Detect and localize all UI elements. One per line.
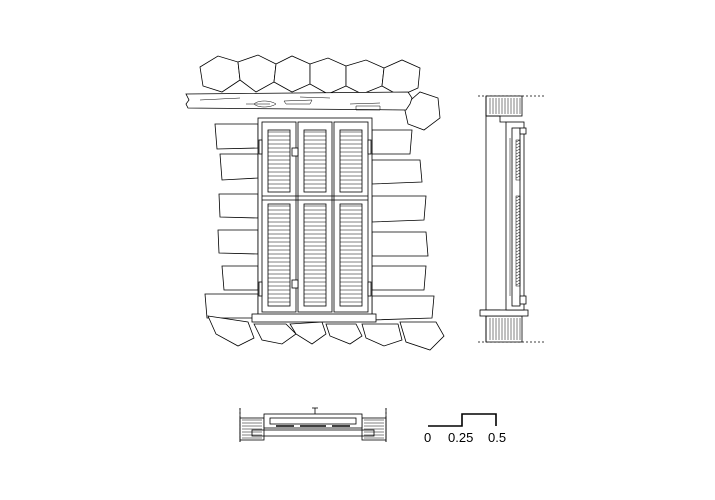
arch-stones — [199, 54, 441, 131]
scale-label-0: 0 — [424, 430, 431, 445]
window-section — [478, 95, 544, 343]
window-plan — [239, 407, 387, 442]
scale-label-025: 0.25 — [448, 430, 473, 445]
scale-bar: 0 0.25 0.5 — [424, 413, 506, 445]
window-sill — [251, 313, 377, 323]
left-jamb-stones — [204, 123, 259, 319]
shutter-hardware — [258, 139, 372, 297]
right-jamb-stones — [371, 129, 435, 321]
lintel-beam — [185, 91, 413, 111]
scale-label-05: 0.5 — [488, 430, 506, 445]
window-elevation — [185, 54, 445, 351]
shutter-louvers — [267, 129, 363, 307]
sill-stones — [207, 315, 445, 351]
shutter-leaves — [261, 121, 369, 313]
window-frame — [257, 117, 373, 317]
